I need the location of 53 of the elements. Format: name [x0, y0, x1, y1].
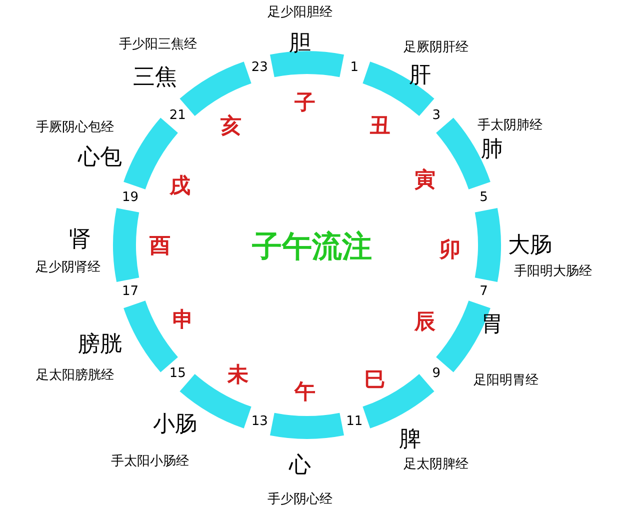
hour-number: 9 [432, 367, 441, 382]
hour-number: 19 [122, 190, 138, 205]
earthly-branch: 戌 [170, 174, 190, 198]
earthly-branch: 巳 [364, 368, 386, 392]
hour-number: 13 [251, 414, 268, 429]
hour-number: 3 [432, 108, 441, 123]
organ-name: 肾 [69, 228, 91, 252]
organ-name: 肝 [409, 64, 431, 88]
earthly-branch: 卯 [440, 238, 460, 262]
meridian-name: 足阳明胃经 [474, 374, 538, 388]
meridian-name: 手太阳小肠经 [111, 454, 189, 470]
organ-name: 心 [289, 454, 311, 478]
meridian-name: 手阳明大肠经 [514, 264, 592, 280]
hour-number: 5 [480, 190, 488, 205]
earthly-branch: 丑 [370, 114, 390, 138]
ring-segment [362, 62, 434, 116]
organ-name: 脾 [399, 428, 421, 452]
hour-number: 1 [350, 61, 358, 76]
meridian-name: 足太阳膀胱经 [36, 368, 114, 384]
diagram-title: 子午流注 [252, 230, 372, 264]
organ-name: 大肠 [508, 234, 552, 258]
meridian-name: 手厥阴心包经 [36, 120, 114, 136]
earthly-branch: 子 [294, 91, 316, 115]
meridian-name: 足太阴脾经 [404, 458, 468, 472]
earthly-branch: 未 [228, 363, 248, 387]
earthly-branch: 酉 [150, 234, 170, 258]
hour-number: 17 [122, 285, 138, 300]
organ-name: 肺 [481, 138, 503, 162]
earthly-branch: 申 [172, 308, 194, 332]
earthly-branch: 寅 [414, 168, 436, 192]
ring-segment [113, 208, 140, 282]
ring-segment [474, 208, 501, 282]
organ-name: 胃 [481, 312, 503, 338]
organ-name: 小肠 [153, 412, 197, 438]
organ-name: 膀胱 [78, 332, 122, 358]
earthly-branch: 午 [294, 380, 316, 404]
organ-name: 心包 [78, 146, 122, 170]
earthly-branch: 亥 [220, 114, 242, 138]
meridian-name: 足厥阴肝经 [404, 40, 468, 56]
meridian-name: 手太阴肺经 [478, 118, 542, 134]
hour-number: 23 [251, 61, 268, 76]
hour-number: 21 [169, 108, 186, 123]
organ-name: 三焦 [133, 66, 177, 90]
organ-name: 胆 [289, 32, 311, 56]
meridian-name: 手少阴心经 [268, 492, 332, 508]
meridian-name: 足少阴肾经 [36, 260, 100, 276]
meridian-name: 手少阳三焦经 [119, 38, 197, 52]
earthly-branch: 辰 [414, 310, 436, 334]
meridian-name: 足少阳胆经 [268, 6, 332, 20]
hour-number: 11 [346, 414, 363, 429]
hour-number: 7 [480, 285, 488, 300]
hour-number: 15 [169, 367, 186, 382]
ring-segment [270, 412, 344, 439]
